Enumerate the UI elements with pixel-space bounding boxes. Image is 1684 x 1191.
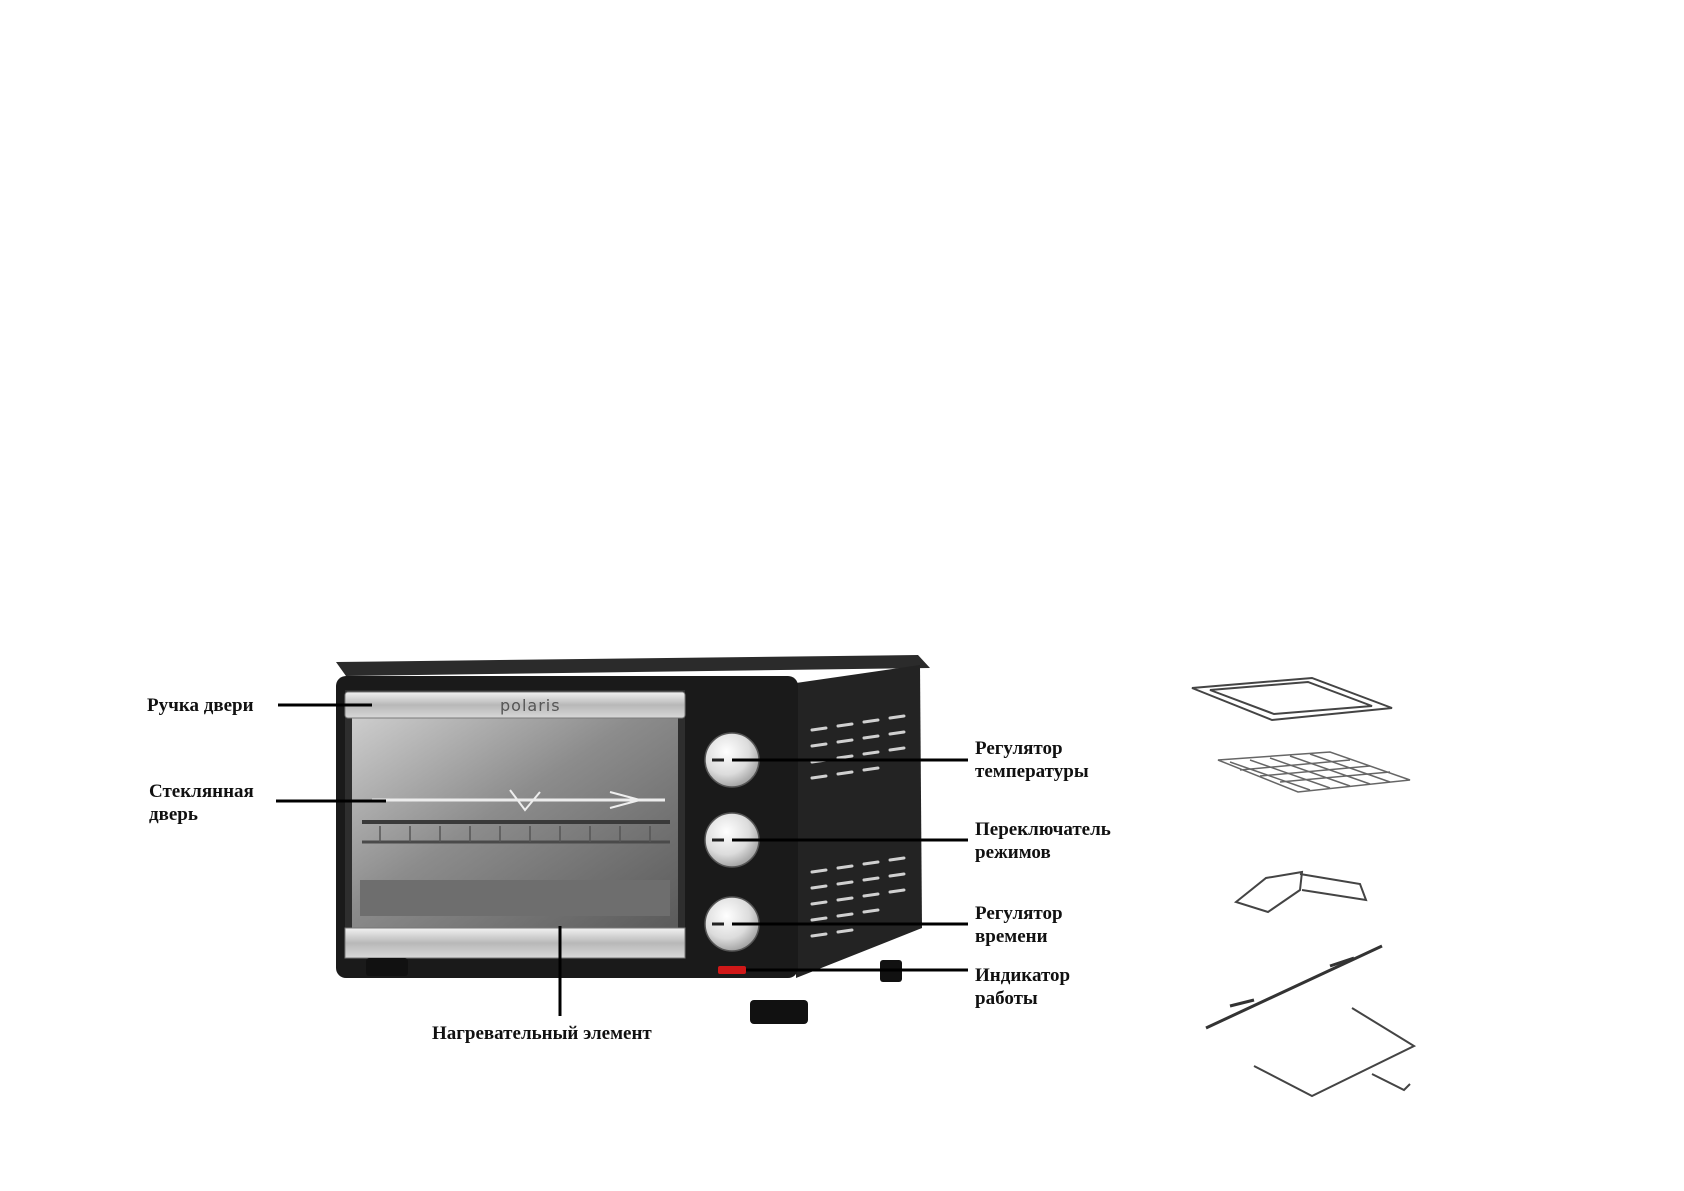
accessory-tray-handle (1236, 872, 1366, 912)
label-glass-door-line2: дверь (149, 803, 254, 826)
label-indicator-line1: Индикатор (975, 964, 1070, 987)
label-temperature-line1: Регулятор (975, 737, 1089, 760)
label-mode-line1: Переключатель (975, 818, 1111, 841)
door-handle[interactable]: polaris (345, 692, 685, 718)
label-mode-switch: Переключатель режимов (975, 818, 1111, 864)
label-timer: Регулятор времени (975, 902, 1063, 948)
label-door-handle: Ручка двери (147, 694, 254, 717)
brand-logo: polaris (500, 696, 561, 715)
accessory-spit-holder (1254, 1008, 1414, 1096)
label-mode-line2: режимов (975, 841, 1111, 864)
label-timer-line1: Регулятор (975, 902, 1063, 925)
accessory-wire-rack (1218, 752, 1410, 792)
label-indicator: Индикатор работы (975, 964, 1070, 1010)
label-temperature-regulator: Регулятор температуры (975, 737, 1089, 783)
label-glass-door-line1: Стеклянная (149, 780, 254, 803)
bottom-strip (345, 928, 685, 958)
label-glass-door: Стеклянная дверь (149, 780, 254, 826)
power-indicator (718, 966, 746, 974)
accessory-rotisserie-spit (1206, 946, 1382, 1028)
label-indicator-line2: работы (975, 987, 1070, 1010)
glass-door[interactable] (345, 690, 685, 950)
label-temperature-line2: температуры (975, 760, 1089, 783)
label-heating-element: Нагревательный элемент (432, 1022, 652, 1045)
label-timer-line2: времени (975, 925, 1063, 948)
accessory-baking-tray (1192, 678, 1392, 720)
